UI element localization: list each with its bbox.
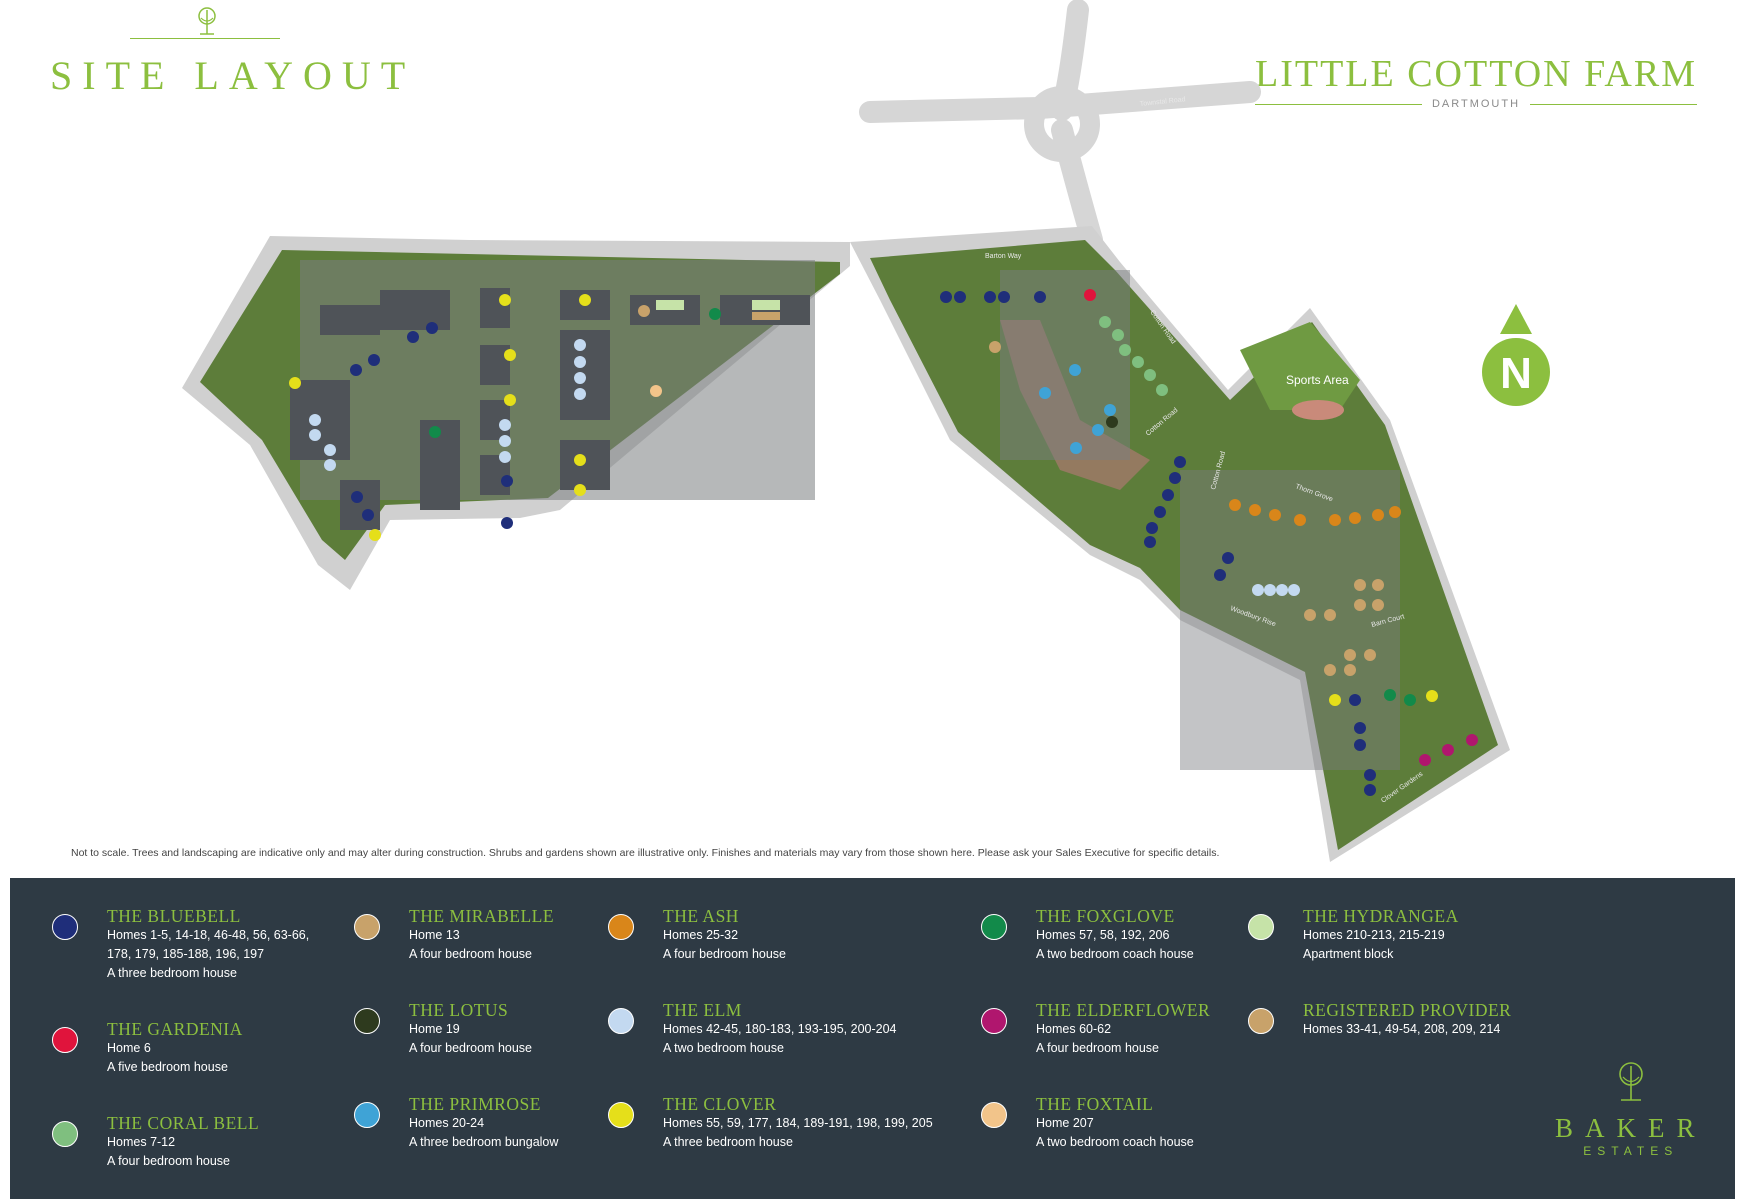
- legend-item-name: THE CLOVER: [663, 1094, 777, 1114]
- legend-item-name: THE HYDRANGEA: [1303, 906, 1459, 926]
- color-swatch: [1248, 914, 1274, 940]
- tree-logo-icon: [1618, 1062, 1643, 1101]
- legend-item-line: A four bedroom house: [1036, 1041, 1159, 1055]
- legend-item-name: THE GARDENIA: [107, 1019, 243, 1039]
- legend-item-line: Homes 55, 59, 177, 184, 189-191, 198, 19…: [663, 1116, 933, 1130]
- legend-item-line: Home 207: [1036, 1116, 1094, 1130]
- street-label: Barton Way: [985, 253, 1022, 260]
- legend-item-name: THE PRIMROSE: [409, 1094, 541, 1114]
- legend-item-name: THE ELM: [663, 1000, 742, 1020]
- legend-item-line: A three bedroom house: [663, 1135, 793, 1149]
- legend-item-line: A two bedroom coach house: [1036, 1135, 1194, 1149]
- legend-item-line: 178, 179, 185-188, 196, 197: [107, 947, 265, 961]
- legend-item-line: Homes 1-5, 14-18, 46-48, 56, 63-66,: [107, 928, 310, 942]
- legend-item-line: A three bedroom bungalow: [409, 1135, 559, 1149]
- west-parcel: [182, 236, 850, 590]
- color-swatch: [52, 1027, 78, 1053]
- color-swatch: [981, 914, 1007, 940]
- site-map: Townstal Road: [182, 0, 1510, 862]
- brand-logo: LITTLE COTTON FARM DARTMOUTH: [1254, 52, 1697, 110]
- baker-estates-logo: BAKER ESTATES: [1555, 1060, 1707, 1158]
- baker-sub: ESTATES: [1583, 1144, 1679, 1158]
- baker-name: BAKER: [1555, 1113, 1707, 1143]
- legend-item-name: THE FOXGLOVE: [1036, 906, 1175, 926]
- color-swatch: [608, 1102, 634, 1128]
- legend-item-line: A four bedroom house: [663, 947, 786, 961]
- east-parcel: Sports Area: [850, 226, 1510, 862]
- legend-item-line: Home 6: [107, 1041, 151, 1055]
- color-swatch: [52, 914, 78, 940]
- townstal-road: [859, 0, 1261, 251]
- brand-location: DARTMOUTH: [1431, 98, 1521, 110]
- legend-item-line: Apartment block: [1303, 947, 1394, 961]
- legend-item-line: Home 13: [409, 928, 460, 942]
- legend-item-line: Homes 33-41, 49-54, 208, 209, 214: [1303, 1022, 1501, 1036]
- color-swatch: [354, 1008, 380, 1034]
- tree-logo-icon: [192, 6, 222, 43]
- legend-item-line: Homes 210-213, 215-219: [1303, 928, 1445, 942]
- color-swatch: [981, 1008, 1007, 1034]
- legend-item-line: Homes 42-45, 180-183, 193-195, 200-204: [663, 1022, 897, 1036]
- legend-item-line: A three bedroom house: [107, 966, 237, 980]
- legend-item-line: A four bedroom house: [409, 947, 532, 961]
- legend-item-line: Home 19: [409, 1022, 460, 1036]
- legend-item-line: Homes 60-62: [1036, 1022, 1112, 1036]
- legend-item-line: Homes 57, 58, 192, 206: [1036, 928, 1170, 942]
- legend-item-name: THE CORAL BELL: [107, 1113, 260, 1133]
- brand-name: LITTLE COTTON FARM: [1254, 53, 1697, 95]
- page-title: SITE LAYOUT: [50, 53, 416, 98]
- color-swatch: [354, 914, 380, 940]
- legend-item-line: A four bedroom house: [107, 1154, 230, 1168]
- color-swatch: [608, 914, 634, 940]
- roundabout: [1024, 86, 1100, 162]
- disclaimer-text: Not to scale. Trees and landscaping are …: [71, 847, 1220, 859]
- legend-item-line: A four bedroom house: [409, 1041, 532, 1055]
- color-swatch: [354, 1102, 380, 1128]
- legend-item-line: Homes 25-32: [663, 928, 739, 942]
- legend-item-line: A two bedroom coach house: [1036, 947, 1194, 961]
- legend-item-line: A two bedroom house: [663, 1041, 784, 1055]
- legend-item-name: THE LOTUS: [409, 1000, 509, 1020]
- legend-item-name: THE ELDERFLOWER: [1036, 1000, 1211, 1020]
- legend-item-name: THE BLUEBELL: [107, 906, 241, 926]
- color-swatch: [608, 1008, 634, 1034]
- legend-item-name: THE MIRABELLE: [409, 906, 555, 926]
- color-swatch: [1248, 1008, 1274, 1034]
- legend-item-name: REGISTERED PROVIDER: [1303, 1000, 1512, 1020]
- legend-item-name: THE ASH: [663, 906, 739, 926]
- north-letter: N: [1500, 349, 1532, 398]
- color-swatch: [52, 1121, 78, 1147]
- north-arrow-icon: N: [1480, 300, 1552, 417]
- legend-panel: THE BLUEBELL Homes 1-5, 14-18, 46-48, 56…: [10, 878, 1735, 1199]
- legend-item-line: A five bedroom house: [107, 1060, 228, 1074]
- legend-item-line: Homes 7-12: [107, 1135, 176, 1149]
- color-swatch: [981, 1102, 1007, 1128]
- legend-item-line: Homes 20-24: [409, 1116, 485, 1130]
- title-rule: [130, 38, 280, 39]
- street-label: Townstal Road: [1139, 96, 1186, 108]
- legend-item-name: THE FOXTAIL: [1036, 1094, 1154, 1114]
- sports-area-label: Sports Area: [1286, 373, 1349, 387]
